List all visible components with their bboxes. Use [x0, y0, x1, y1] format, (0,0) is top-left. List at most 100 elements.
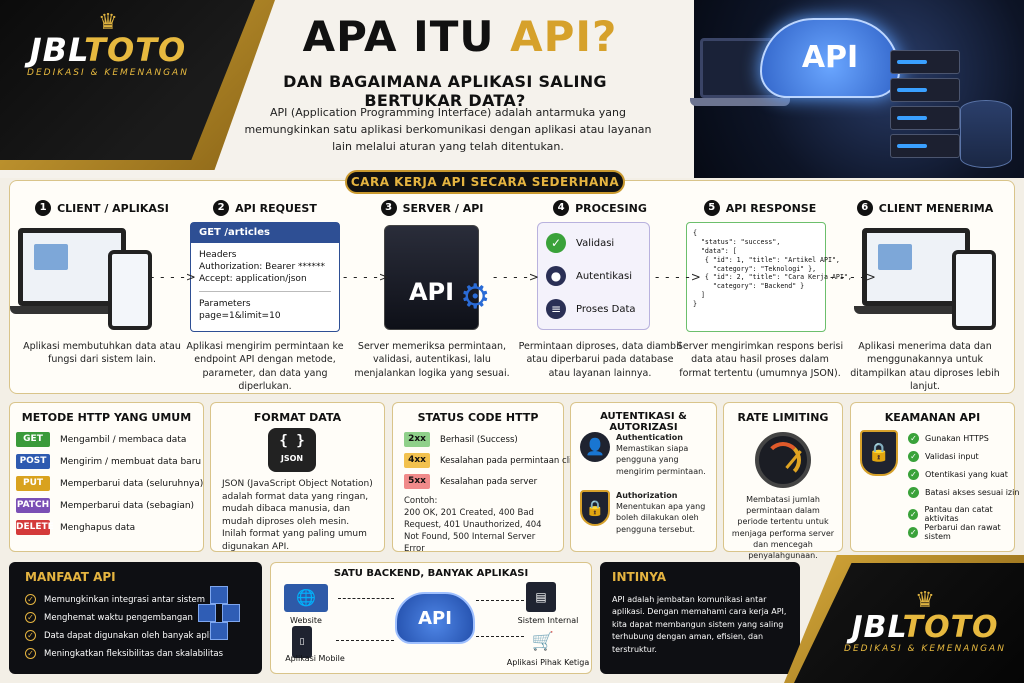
brand-name: JBLTOTO — [851, 610, 999, 645]
json-file-icon: { }JSON — [268, 428, 316, 472]
laptop-base — [10, 306, 134, 314]
cubes-icon — [190, 586, 250, 646]
step-number: 1 — [35, 200, 52, 216]
summary-panel — [600, 562, 800, 674]
status-badge: 4xx — [404, 453, 430, 468]
user-icon: 👤 — [580, 432, 610, 462]
card-title: AUTENTIKASI & AUTORIZASI — [600, 411, 687, 433]
intro-text: API (Application Programming Interface) … — [244, 106, 652, 154]
flow-arrow: - - - -> — [493, 270, 540, 284]
summary-text: API adalah jembatan komunikasi antar apl… — [612, 595, 787, 654]
step-number: 6 — [856, 200, 873, 216]
step-description: Server mengirimkan respons berisi data a… — [676, 341, 844, 379]
auth-card: AUTENTIKASI & AUTORIZASI — [570, 402, 717, 552]
check-icon: ✓ — [25, 648, 36, 659]
method-badge: POST — [16, 454, 50, 469]
check-icon: ✓ — [908, 508, 919, 520]
step-description: Aplikasi mengirim permintaan ke endpoint… — [186, 341, 344, 392]
api-server-icon: API — [384, 225, 479, 330]
data-format-card: FORMAT DATA — [210, 402, 385, 552]
laptop-base — [854, 306, 978, 314]
benefits-title: MANFAAT API — [25, 570, 116, 584]
server-icon — [890, 50, 960, 74]
api-request-card: GET /articles Headers Authorization: Bea… — [190, 222, 340, 332]
method-badge: PUT — [16, 476, 50, 491]
step-title: PROCESING — [575, 201, 647, 215]
step-title: CLIENT MENERIMA — [878, 201, 994, 215]
cloud-label: API — [801, 40, 859, 75]
laptop-base — [690, 98, 790, 106]
accept-header: Accept: application/json — [199, 273, 307, 284]
step-title: CLIENT / APLIKASI — [57, 201, 169, 215]
flow-arrow: - - - -> — [655, 270, 702, 284]
backend-title: SATU BACKEND, BANYAK APLIKASI — [333, 568, 529, 579]
flow-arrow: - - - -> — [830, 270, 877, 284]
api-cloud-icon: API — [395, 592, 475, 644]
flow-arrow: - - - -> — [343, 270, 390, 284]
processing-item: ≡Proses Data — [546, 299, 636, 319]
benefit-item: ✓Meningkatkan fleksibilitas dan skalabil… — [25, 648, 223, 659]
check-icon: ✓ — [546, 233, 566, 253]
processing-item: ✓Validasi — [546, 233, 614, 253]
database-icon: ≡ — [546, 299, 566, 319]
shopping-cart-icon: 🛒 — [531, 631, 555, 652]
phone-icon — [108, 250, 152, 330]
headers-label: Headers — [199, 249, 237, 260]
connector-line — [338, 598, 394, 599]
step-description: Aplikasi menerima data dan menggunakanny… — [850, 341, 1000, 392]
security-shield-icon: 🔒 — [860, 430, 898, 476]
phone-icon — [952, 250, 996, 330]
check-icon: ✓ — [908, 433, 919, 444]
lock-shield-icon: 🔒 — [580, 490, 610, 526]
user-icon: ● — [546, 266, 566, 286]
card-title: METODE HTTP YANG UMUM — [21, 411, 192, 424]
page-subtitle: DAN BAGAIMANA APLIKASI SALING BERTUKAR D… — [283, 72, 607, 110]
mobile-phone-icon: ▯ — [292, 626, 312, 658]
step-number: 3 — [380, 200, 397, 216]
image-placeholder-icon — [34, 244, 68, 270]
server-icon — [890, 78, 960, 102]
brand-tagline: DEDIKASI & KEMENANGAN — [27, 67, 189, 78]
security-item: ✓Gunakan HTTPS — [908, 433, 989, 444]
globe-icon: 🌐 — [284, 584, 328, 612]
security-item: ✓Validasi input — [908, 451, 979, 462]
benefit-item: ✓Data dapat digunakan oleh banyak aplika… — [25, 630, 228, 641]
card-title: RATE LIMITING — [737, 411, 829, 424]
security-card: KEAMANAN API — [850, 402, 1015, 552]
security-item: ✓Batasi akses sesuai izin — [908, 487, 1019, 498]
api-response-json: { "status": "success", "data": [ { "id":… — [686, 222, 852, 332]
status-example: Contoh:200 OK, 201 Created, 400 Bad Requ… — [404, 496, 542, 554]
method-badge: PATCH — [16, 498, 50, 513]
process-banner: CARA KERJA API SECARA SEDERHANA — [345, 170, 625, 194]
image-placeholder-icon — [878, 244, 912, 270]
card-title: KEAMANAN API — [884, 411, 981, 424]
server-icon — [890, 106, 960, 130]
method-badge: DELETE — [16, 520, 54, 535]
connector-line — [336, 640, 394, 641]
status-badge: 5xx — [404, 474, 430, 489]
crown-icon: ♛ — [915, 588, 935, 613]
step-number: 5 — [703, 200, 720, 216]
brand-logo: ♛ JBLTOTO DEDIKASI & KEMENANGAN — [18, 12, 198, 78]
server-icon — [890, 134, 960, 158]
check-icon: ✓ — [25, 630, 36, 641]
benefit-item: ✓Memungkinkan integrasi antar sistem — [25, 594, 205, 605]
brand-name: JBLTOTO — [29, 31, 187, 69]
request-endpoint: GET /articles — [191, 223, 339, 243]
step-6: 6 CLIENT MENERIMA — [845, 200, 1005, 216]
step-title: API REQUEST — [235, 201, 317, 215]
format-description: JSON (JavaScript Object Notation) adalah… — [222, 479, 373, 552]
rate-description: Membatasi jumlah permintaan dalam period… — [731, 495, 835, 560]
page-title: APA ITU API? — [302, 12, 618, 61]
security-item: ✓Perbarui dan rawat sistem — [908, 523, 1001, 541]
